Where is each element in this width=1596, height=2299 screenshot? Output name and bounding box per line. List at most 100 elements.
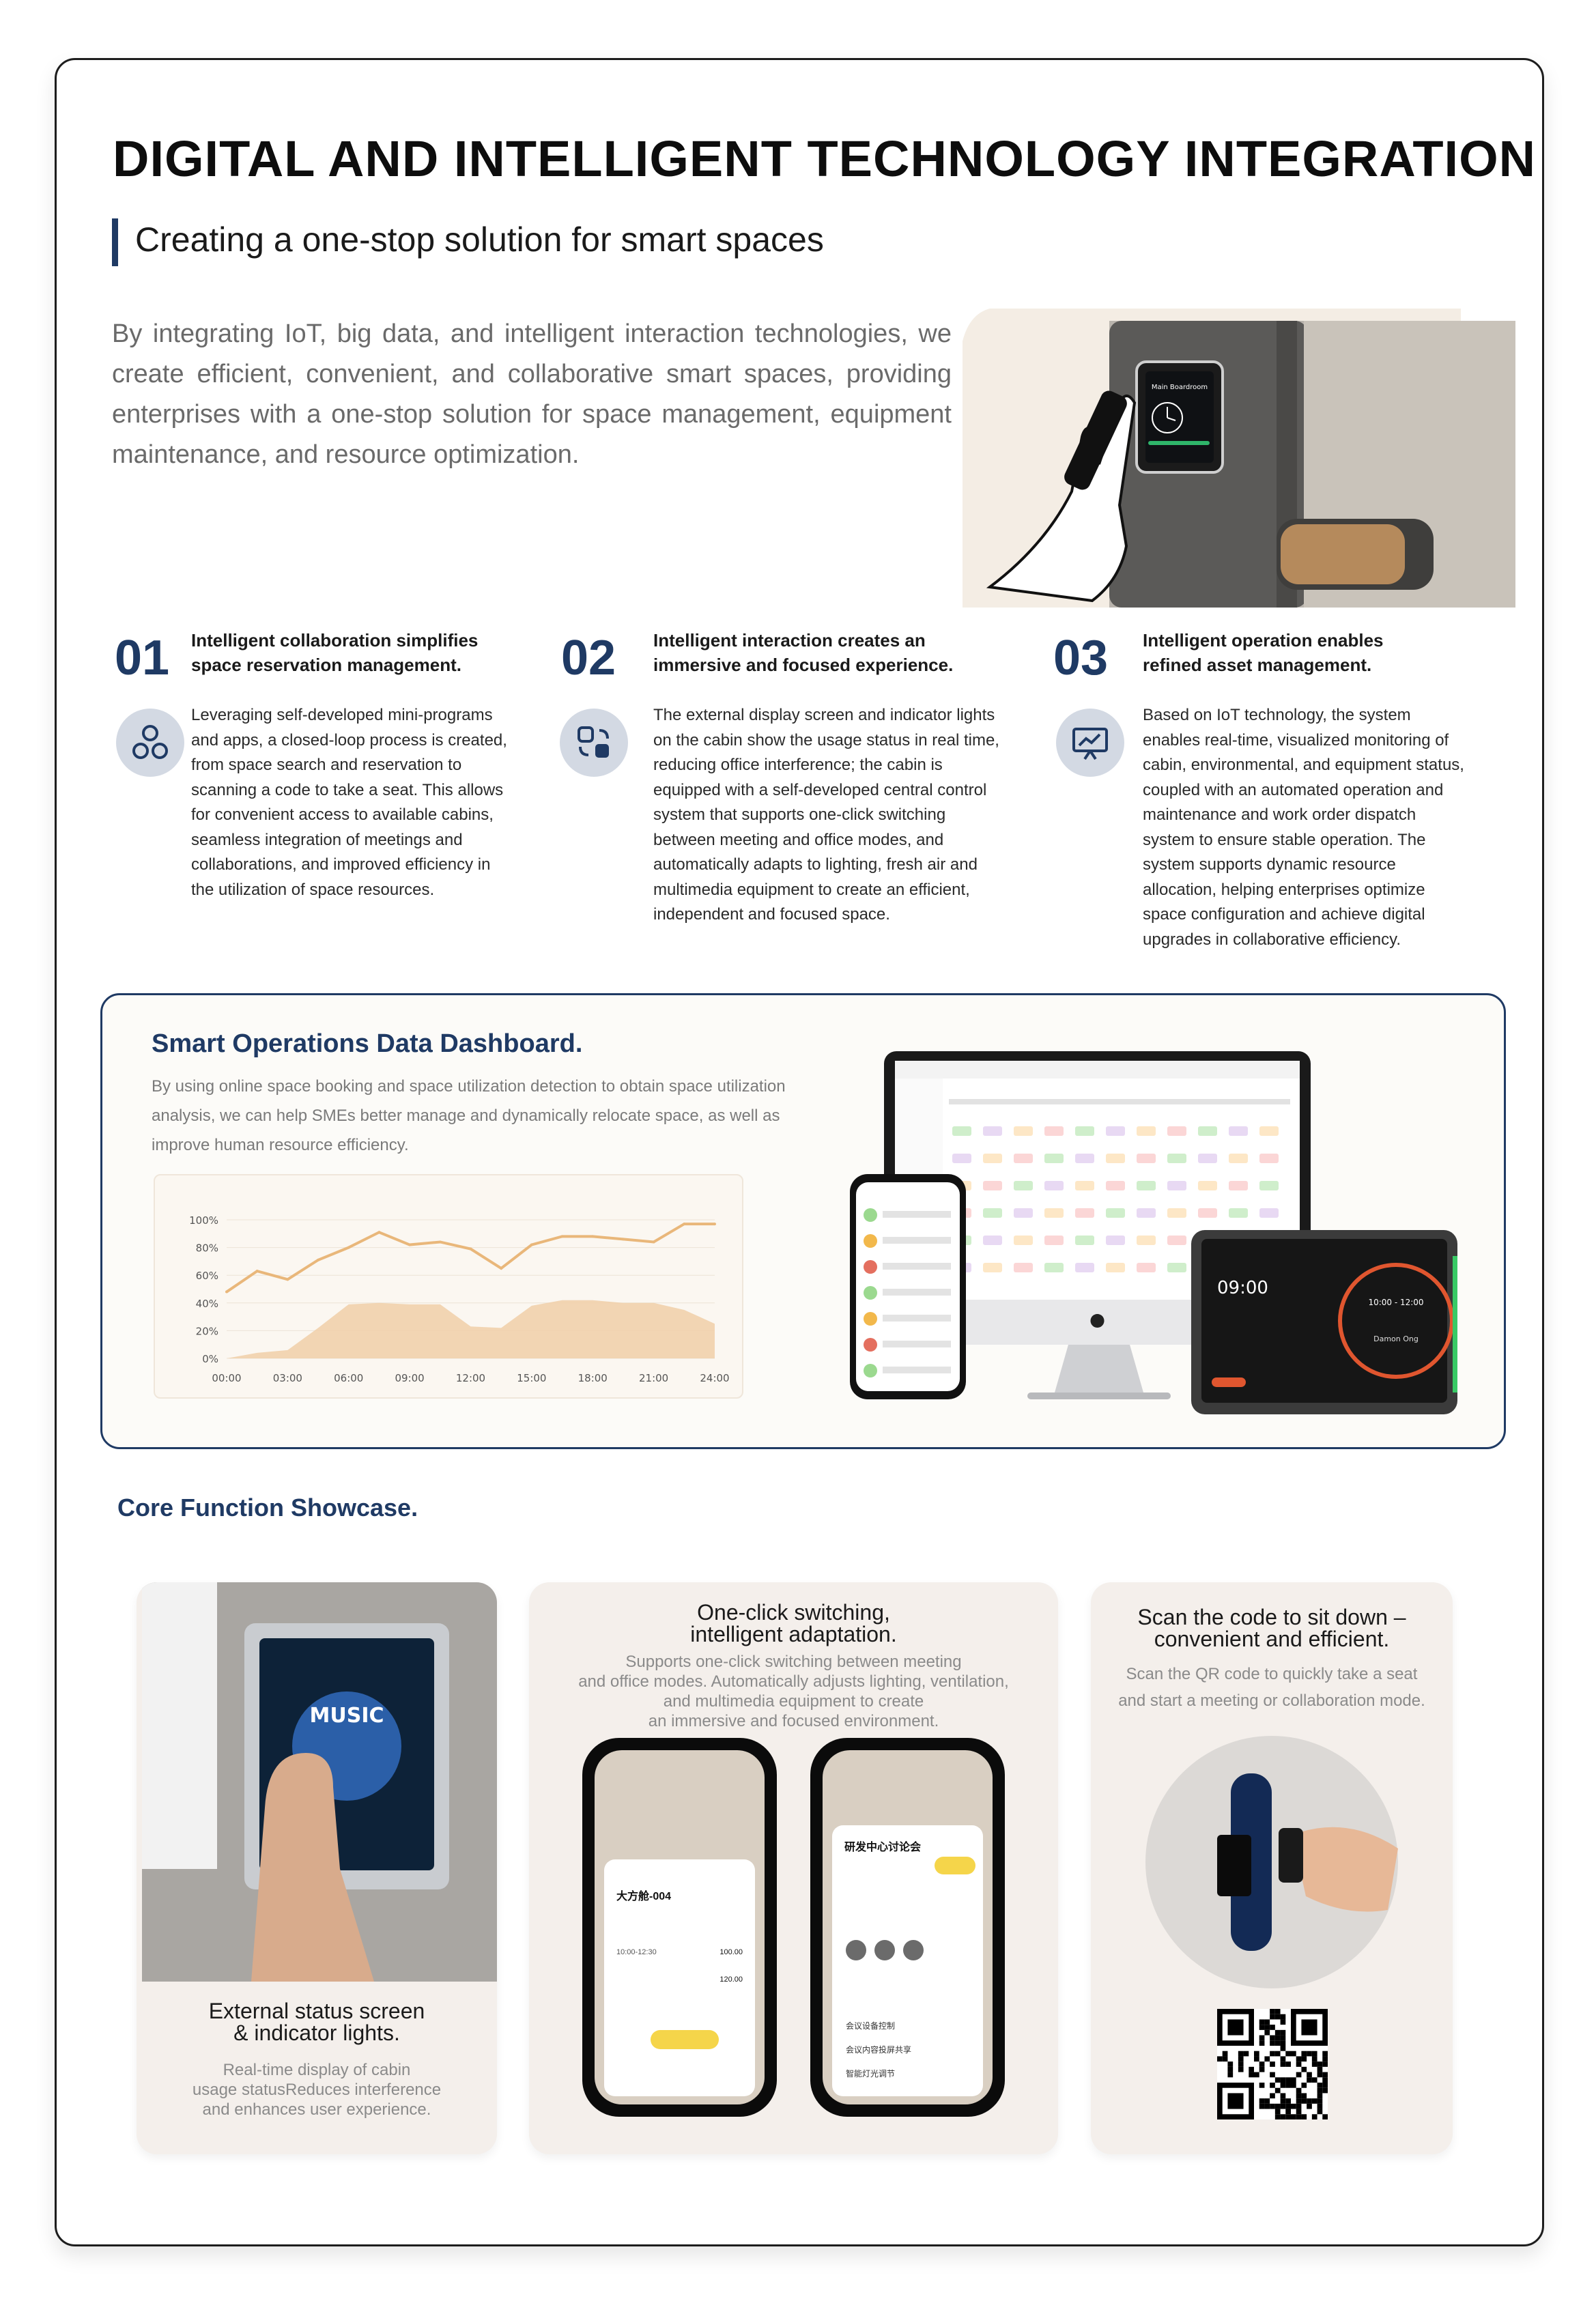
qr-module (1280, 2046, 1286, 2051)
qr-module (1291, 2114, 1296, 2119)
qr-module (1301, 2083, 1307, 2088)
qr-module (1270, 2103, 1275, 2109)
qr-module (1322, 2114, 1328, 2119)
qr-module (1317, 2098, 1323, 2104)
qr-module (1259, 2083, 1265, 2088)
card-scan-code: Scan the code to sit down –convenient an… (1091, 1582, 1453, 2154)
list-item-icon (864, 1312, 877, 1326)
qr-module (1291, 2103, 1296, 2109)
room-status-cell (1106, 1208, 1125, 1218)
phone2-share-item[interactable]: 会议内容投屏共享 (846, 2045, 912, 2055)
qr-module (1259, 2035, 1265, 2041)
qr-module (1264, 2098, 1270, 2104)
phone1-row2-value: 120.00 (719, 1975, 743, 1984)
room-status-cell (1167, 1181, 1186, 1190)
qr-module (1280, 2083, 1286, 2088)
room-status-cell (983, 1236, 1002, 1245)
qr-module (1227, 2019, 1244, 2036)
line-point (621, 1238, 625, 1241)
core-section-title: Core Function Showcase. (117, 1494, 418, 1522)
qr-module (1264, 2025, 1270, 2030)
y-tick-label: 80% (196, 1242, 218, 1255)
qr-module (1307, 2072, 1312, 2078)
qr-module (1274, 2009, 1281, 2014)
avatar (874, 1940, 895, 1960)
list-item (883, 1211, 951, 1218)
area-series (227, 1300, 715, 1358)
qr-module (1249, 2072, 1254, 2078)
room-status-cell (983, 1208, 1002, 1218)
list-item (883, 1263, 951, 1270)
qr-module (1311, 2098, 1317, 2104)
card1-heading: External status screen& indicator lights… (208, 1999, 425, 2045)
phone2-title: 研发中心讨论会 (844, 1842, 922, 1853)
line-point (286, 1278, 289, 1281)
qr-module (1270, 2025, 1275, 2030)
qr-module (1301, 2114, 1307, 2119)
qr-module (1280, 2029, 1286, 2036)
room-status-cell (1198, 1208, 1217, 1218)
qr-module (1227, 2061, 1234, 2067)
room-status-cell (1137, 1236, 1156, 1245)
phone1-row1-label: 10:00-12:30 (616, 1948, 657, 1956)
room-status-cell (1075, 1263, 1094, 1272)
card1-screen-text: MUSIC (310, 1704, 384, 1728)
line-point (377, 1231, 381, 1234)
room-status-cell (1044, 1263, 1064, 1272)
room-status-cell (1106, 1236, 1125, 1245)
room-status-cell (952, 1154, 971, 1163)
card-status-screen: MUSIC External status screen& indicator … (137, 1582, 497, 2154)
room-status-cell (1075, 1208, 1094, 1218)
phone-mockup-meeting: 研发中心讨论会 会议设备控制 会议内容投屏共享 智能灯光调节 (810, 1738, 1005, 2117)
dashboard-description: By using online space booking and space … (152, 1077, 786, 1154)
qr-module (1222, 2051, 1228, 2057)
qr-module (1259, 2040, 1265, 2046)
phone1-pay-button[interactable] (651, 2030, 719, 2049)
qr-module (1285, 2077, 1291, 2083)
qr-module (1254, 2051, 1259, 2057)
qr-module (1254, 2056, 1259, 2062)
room-status-cell (1075, 1154, 1094, 1163)
qr-module (1274, 2051, 1281, 2057)
qr-module (1317, 2066, 1323, 2072)
qr-module (1280, 2056, 1286, 2062)
room-status-cell (1229, 1126, 1248, 1136)
room-status-cell (1044, 1154, 1064, 1163)
room-status-cell (1137, 1263, 1156, 1272)
room-status-cell (1198, 1181, 1217, 1190)
room-status-cell (1014, 1263, 1033, 1272)
room-status-cell (952, 1126, 971, 1136)
qr-module (1270, 2035, 1275, 2041)
room-status-cell (1014, 1154, 1033, 1163)
card2-description: Supports one-click switching between mee… (578, 1653, 1009, 1730)
qr-module (1222, 2056, 1228, 2062)
device-screen-title: Main Boardroom (1152, 384, 1208, 391)
qr-module (1317, 2087, 1323, 2094)
room-status-cell (1229, 1208, 1248, 1218)
room-status-cell (1167, 1208, 1186, 1218)
x-tick-label: 15:00 (517, 1372, 546, 1384)
qr-module (1296, 2109, 1302, 2115)
qr-module (1270, 2093, 1275, 2099)
list-item (883, 1315, 951, 1322)
qr-module (1296, 2093, 1302, 2099)
qr-module (1217, 2056, 1223, 2062)
qr-module (1274, 2040, 1281, 2046)
qr-module (1243, 2051, 1249, 2057)
phone2-control-item[interactable]: 会议设备控制 (846, 2021, 896, 2031)
qr-module (1249, 2066, 1254, 2072)
phone2-light-item[interactable]: 智能灯光调节 (846, 2069, 896, 2079)
y-tick-label: 20% (196, 1325, 218, 1337)
room-status-cell (1014, 1236, 1033, 1245)
room-status-cell (983, 1263, 1002, 1272)
line-point (438, 1240, 442, 1244)
qr-module (1270, 2051, 1275, 2057)
qr-module (1280, 2061, 1286, 2067)
qr-module (1270, 2040, 1275, 2046)
room-status-cell (983, 1126, 1002, 1136)
x-tick-label: 09:00 (395, 1372, 425, 1384)
